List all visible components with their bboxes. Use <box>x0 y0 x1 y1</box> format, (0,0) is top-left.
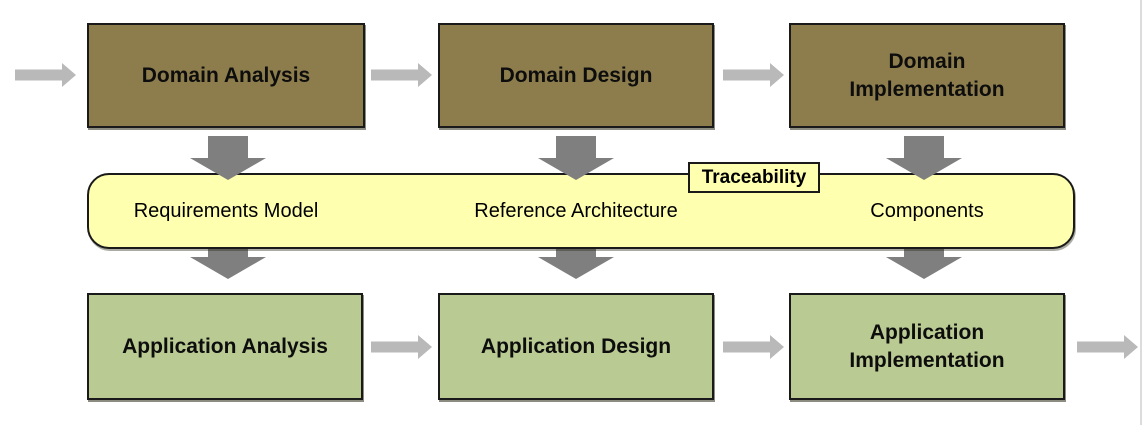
application-implementation-label: Application Implementation <box>849 321 1005 372</box>
arrow-right-icon <box>371 63 432 87</box>
traceability-tag: Traceability <box>688 162 820 193</box>
application-design-label: Application Design <box>480 334 672 358</box>
domain-implementation-box: Domain Implementation <box>789 23 1065 128</box>
arrow-right-icon <box>371 335 432 359</box>
arrow-down-icon <box>190 136 266 180</box>
arrow-down-icon <box>538 136 614 180</box>
band-item-components: Components <box>870 200 984 222</box>
arrow-right-icon <box>723 63 784 87</box>
arrow-right-icon <box>1077 335 1138 359</box>
band-item-reference-architecture: Reference Architecture <box>474 200 678 222</box>
application-analysis-box: Application Analysis <box>87 293 363 400</box>
arrow-right-icon <box>15 63 76 87</box>
domain-design-label: Domain Design <box>499 63 653 87</box>
domain-analysis-box: Domain Analysis <box>87 23 365 128</box>
domain-design-box: Domain Design <box>438 23 714 128</box>
application-analysis-label: Application Analysis <box>122 334 328 358</box>
arrow-down-icon <box>886 136 962 180</box>
application-design-box: Application Design <box>438 293 714 400</box>
domain-analysis-label: Domain Analysis <box>141 63 311 87</box>
application-implementation-box: Application Implementation <box>789 293 1065 400</box>
band-item-requirements-model: Requirements Model <box>133 200 319 222</box>
traceability-tag-label: Traceability <box>701 166 807 188</box>
page-edge-line <box>1140 0 1142 425</box>
domain-implementation-label: Domain Implementation <box>849 50 1005 101</box>
arrow-right-icon <box>723 335 784 359</box>
